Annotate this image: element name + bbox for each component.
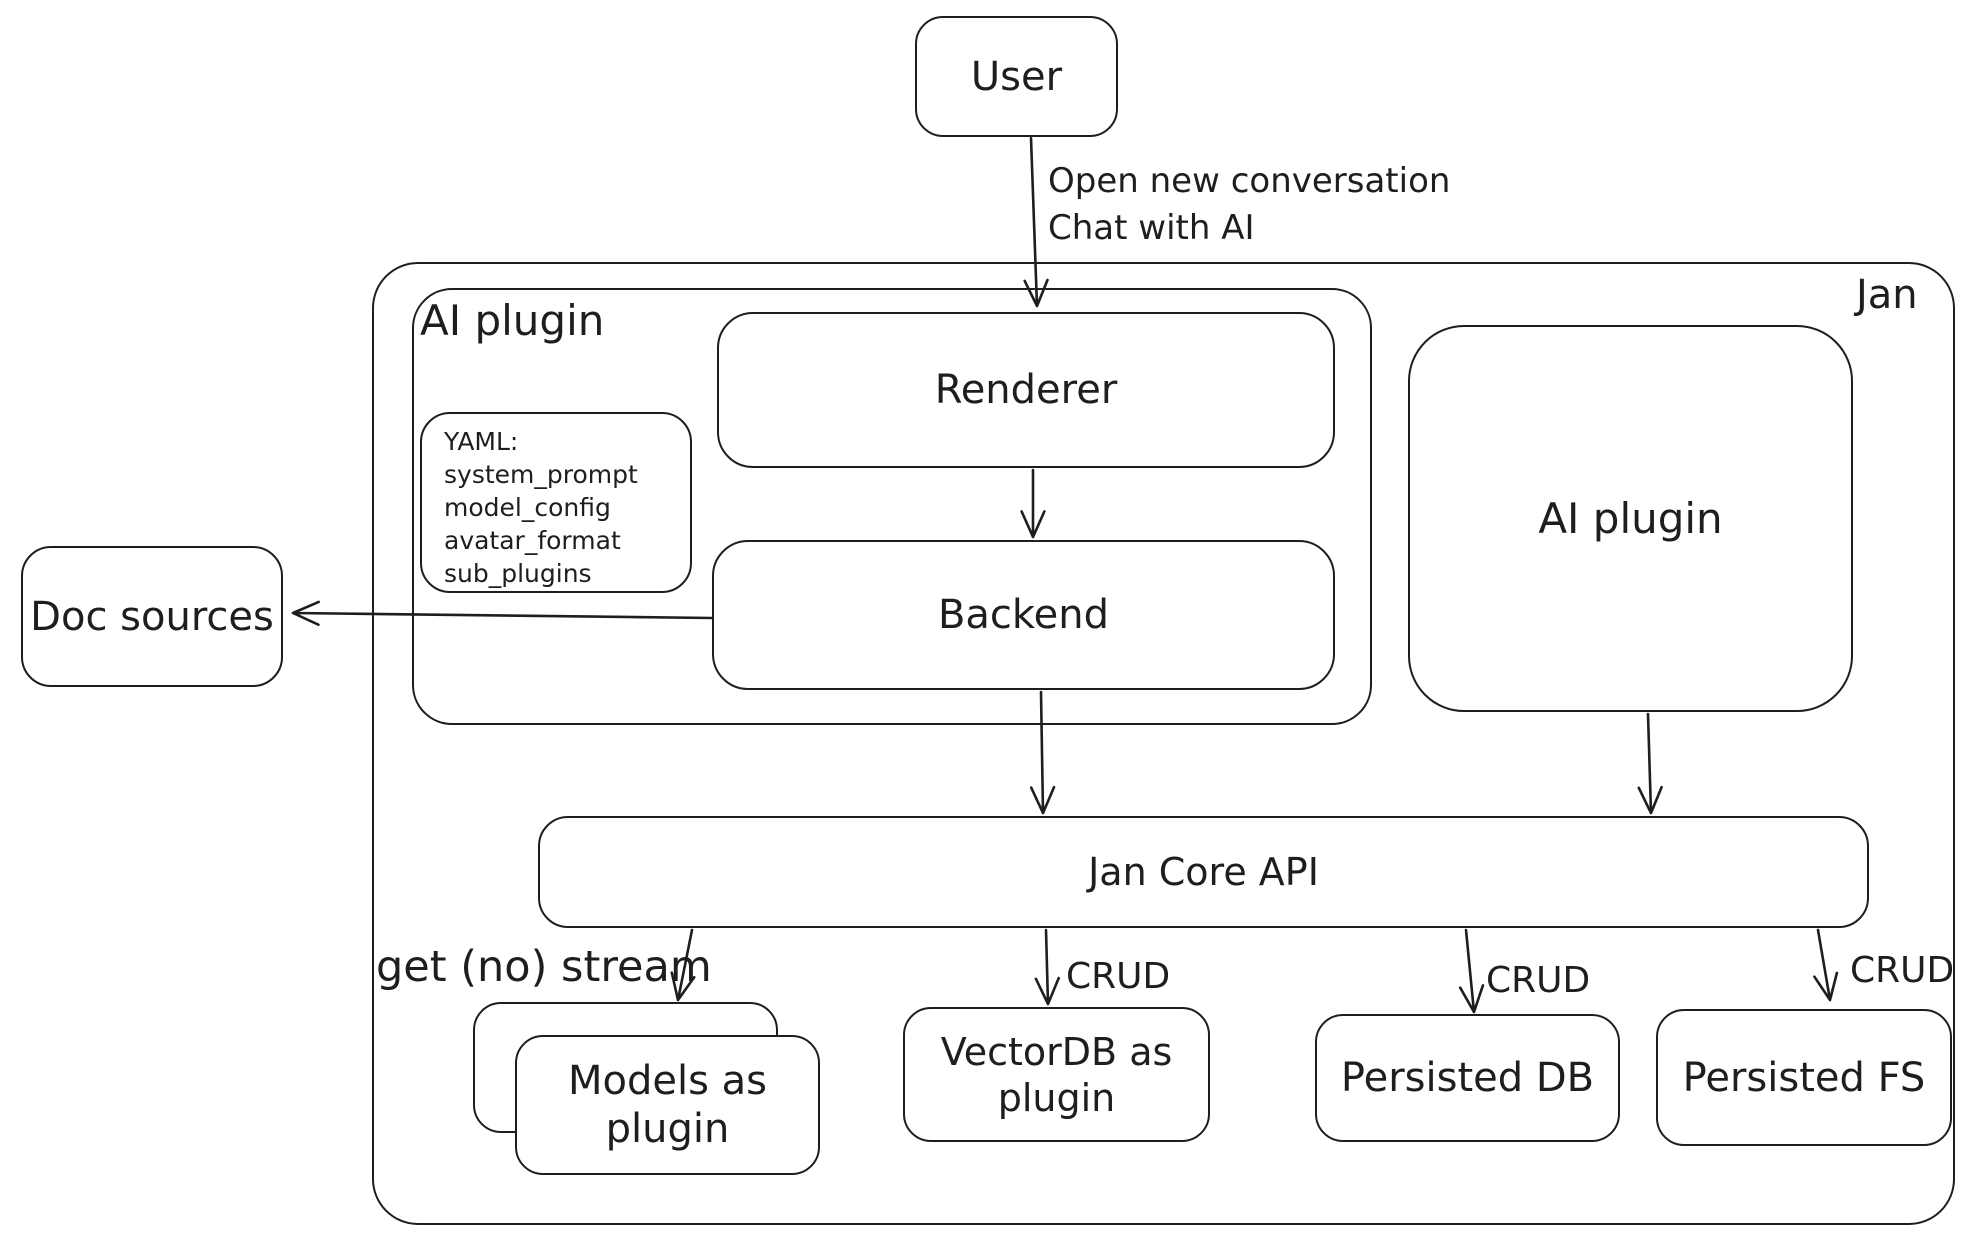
jan-core-api-label: Jan Core API [1088, 850, 1319, 894]
get-no-stream-edge-label: get (no) stream [376, 942, 712, 992]
backend-node-label: Backend [937, 592, 1110, 638]
crud-edge-label-vectordb: CRUD [1066, 956, 1171, 997]
doc-sources-node: Doc sources [21, 546, 283, 687]
yaml-note: YAML: system_prompt model_config avatar_… [420, 412, 692, 593]
user-flow-edge-label: Open new conversation Chat with AI [1048, 161, 1451, 248]
renderer-node: Renderer [717, 312, 1335, 468]
user-node-label: User [970, 53, 1063, 100]
backend-node: Backend [712, 540, 1335, 690]
models-plugin-front-node: Models as plugin [515, 1035, 820, 1175]
crud-edge-label-persisted-fs: CRUD [1850, 950, 1955, 991]
persisted-fs-node: Persisted FS [1656, 1009, 1952, 1146]
user-node: User [915, 16, 1118, 137]
persisted-db-label: Persisted DB [1340, 1055, 1595, 1101]
crud-edge-label-persisted-db: CRUD [1486, 960, 1591, 1001]
yaml-note-text: YAML: system_prompt model_config avatar_… [444, 427, 638, 588]
jan-container-label: Jan [1856, 272, 1918, 318]
models-plugin-label: Models as plugin [567, 1058, 767, 1152]
jan-container [372, 262, 1955, 1225]
jan-core-api-node: Jan Core API [538, 816, 1869, 928]
vectordb-plugin-label: VectorDB as plugin [940, 1029, 1173, 1120]
ai-plugin-left-container [412, 288, 1372, 725]
persisted-db-node: Persisted DB [1315, 1014, 1620, 1142]
vectordb-plugin-node: VectorDB as plugin [903, 1007, 1210, 1142]
ai-plugin-right-node: AI plugin [1408, 325, 1853, 712]
renderer-node-label: Renderer [934, 367, 1118, 413]
ai-plugin-right-label: AI plugin [1538, 494, 1723, 543]
ai-plugin-left-label: AI plugin [420, 296, 605, 345]
doc-sources-label: Doc sources [30, 593, 274, 640]
persisted-fs-label: Persisted FS [1682, 1054, 1926, 1101]
